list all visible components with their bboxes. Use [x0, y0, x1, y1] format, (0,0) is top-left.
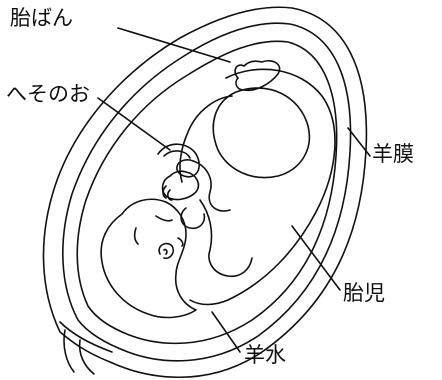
label-fetus: 胎児 — [343, 283, 385, 304]
umbilical-cord-inner — [164, 151, 190, 158]
leader-placenta — [118, 28, 230, 62]
fetus-eye — [156, 216, 172, 221]
fetus-head — [101, 199, 196, 317]
fetus-brow — [135, 228, 138, 244]
label-amniotic-fluid: 羊水 — [244, 345, 286, 366]
leader-fetus — [292, 226, 340, 290]
cervix-line-b — [80, 340, 94, 374]
fetus-ear-inner — [164, 249, 167, 254]
label-placenta: 胎ばん — [10, 8, 73, 29]
fetus-mouth — [178, 238, 183, 246]
label-umbilical-cord: へそのお — [6, 84, 90, 105]
fetus-thigh — [213, 88, 309, 178]
label-amnion: 羊膜 — [372, 144, 414, 165]
leader-amniotic-fluid — [212, 312, 240, 352]
placenta-tissue — [60, 322, 112, 352]
umbilical-cord — [158, 144, 230, 211]
fetus-foot-upper — [235, 61, 279, 91]
